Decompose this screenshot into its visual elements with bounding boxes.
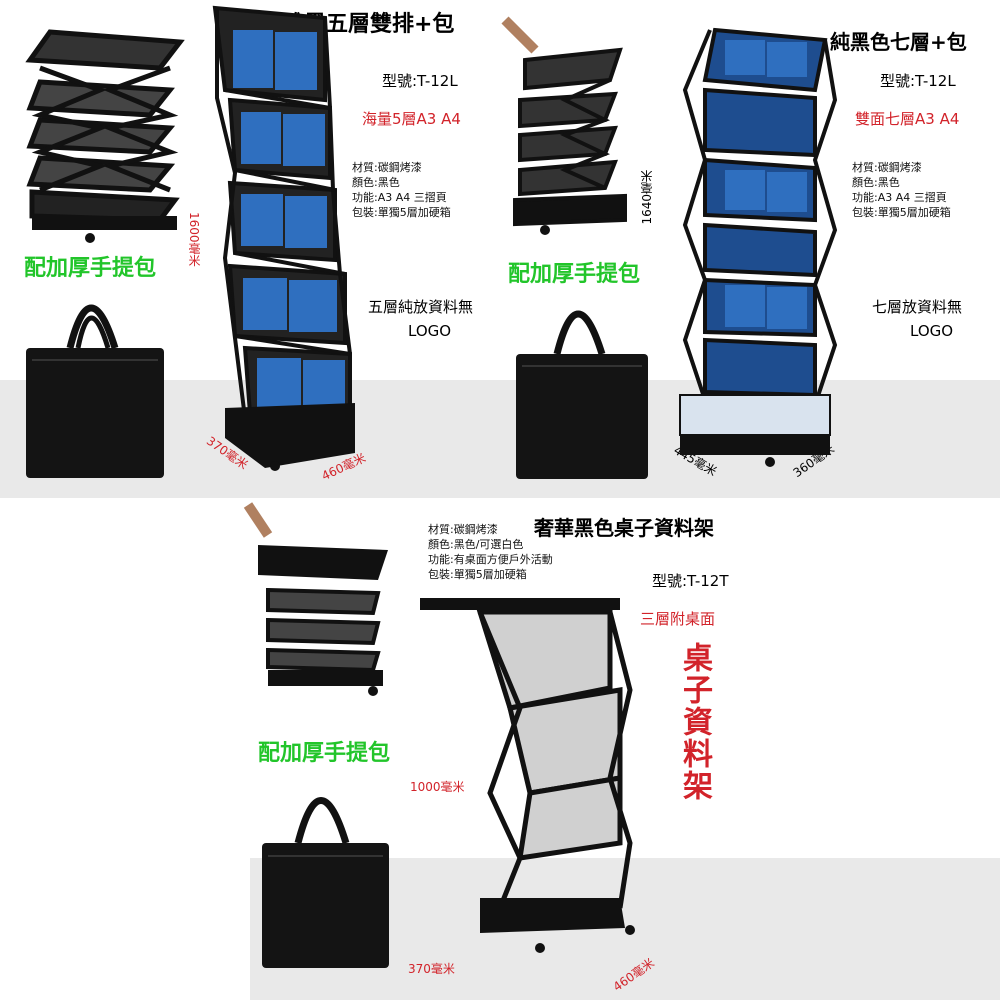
panel1-note-line2: LOGO: [408, 322, 452, 340]
folded-rack-illustration: [25, 29, 185, 243]
panel2-model: 型號:T-12L: [880, 72, 956, 90]
foot-icon: [765, 457, 775, 467]
panel2-specs: 材質:碳鋼烤漆 顏色:黑色 功能:A3 A4 三摺頁 包裝:單獨5層加硬箱: [852, 160, 951, 220]
spec-material: 材質:碳鋼烤漆: [852, 161, 922, 174]
panel3-specs: 材質:碳鋼烤漆 顏色:黑色/可選白色 功能:有桌面方便戶外活動 包裝:單獨5層加…: [428, 522, 553, 582]
folded-rack-illustration: [243, 502, 388, 696]
foot-icon: [535, 943, 545, 953]
panel1-capacity: 海量5層A3 A4: [362, 110, 461, 128]
spec-color: 顏色:黑色: [852, 176, 900, 189]
panel2-note-line1: 七層放資料無: [872, 298, 963, 316]
panel1-height-dimension: 1600毫米: [187, 212, 201, 267]
tote-bag-icon: [262, 797, 389, 968]
tote-bag-icon: [516, 310, 648, 479]
panel3-model: 型號:T-12T: [652, 572, 729, 590]
spec-material: 材質:碳鋼烤漆: [428, 523, 498, 536]
foot-icon: [625, 925, 635, 935]
spec-function: 功能:A3 A4 三摺頁: [352, 191, 447, 204]
panel2-title: 純黑色七層+包: [830, 30, 967, 54]
panel2-capacity: 雙面七層A3 A4: [855, 110, 960, 128]
foot-icon: [85, 233, 95, 243]
spec-packing: 包裝:單獨5層加硬箱: [428, 568, 527, 581]
tote-bag-icon: [26, 304, 164, 478]
panel1-specs: 材質:碳鋼烤漆 顏色:黑色 功能:A3 A4 三摺頁 包裝:單獨5層加硬箱: [352, 160, 451, 220]
panel2-bag-label: 配加厚手提包: [508, 262, 641, 287]
panel3-depth-dimension: 370毫米: [408, 962, 455, 976]
panel3-title: 奢華黑色桌子資料架: [534, 516, 714, 540]
spec-color: 顏色:黑色/可選白色: [428, 538, 524, 551]
panel3-capacity: 三層附桌面: [640, 610, 716, 628]
panel2-note-line2: LOGO: [910, 322, 954, 340]
spec-material: 材質:碳鋼烤漆: [352, 161, 422, 174]
panel1-bag-label: 配加厚手提包: [24, 256, 157, 281]
folded-rack-illustration: [501, 16, 627, 235]
panel3-bag-label: 配加厚手提包: [258, 741, 391, 766]
panel1-note-line1: 五層純放資料無: [368, 298, 474, 316]
panel1-model: 型號:T-12L: [382, 72, 458, 90]
panel3-height-dimension: 1000毫米: [410, 780, 465, 794]
table-rack-illustration: [420, 598, 635, 953]
foot-icon: [368, 686, 378, 696]
panel3-vertical-label: 桌子資料架: [677, 642, 712, 802]
foot-icon: [270, 461, 280, 471]
floor-backdrop-top: [0, 380, 1000, 498]
spec-function: 功能:A3 A4 三摺頁: [852, 191, 947, 204]
seven-tier-rack-illustration: [679, 27, 838, 467]
spec-packing: 包裝:單獨5層加硬箱: [352, 206, 451, 219]
spec-function: 功能:有桌面方便戶外活動: [428, 553, 553, 566]
spec-packing: 包裝:單獨5層加硬箱: [852, 206, 951, 219]
panel2-height-dimension: 1640毫米: [640, 170, 654, 225]
spec-color: 顏色:黑色: [352, 176, 400, 189]
foot-icon: [540, 225, 550, 235]
five-tier-rack-illustration: [212, 5, 355, 471]
